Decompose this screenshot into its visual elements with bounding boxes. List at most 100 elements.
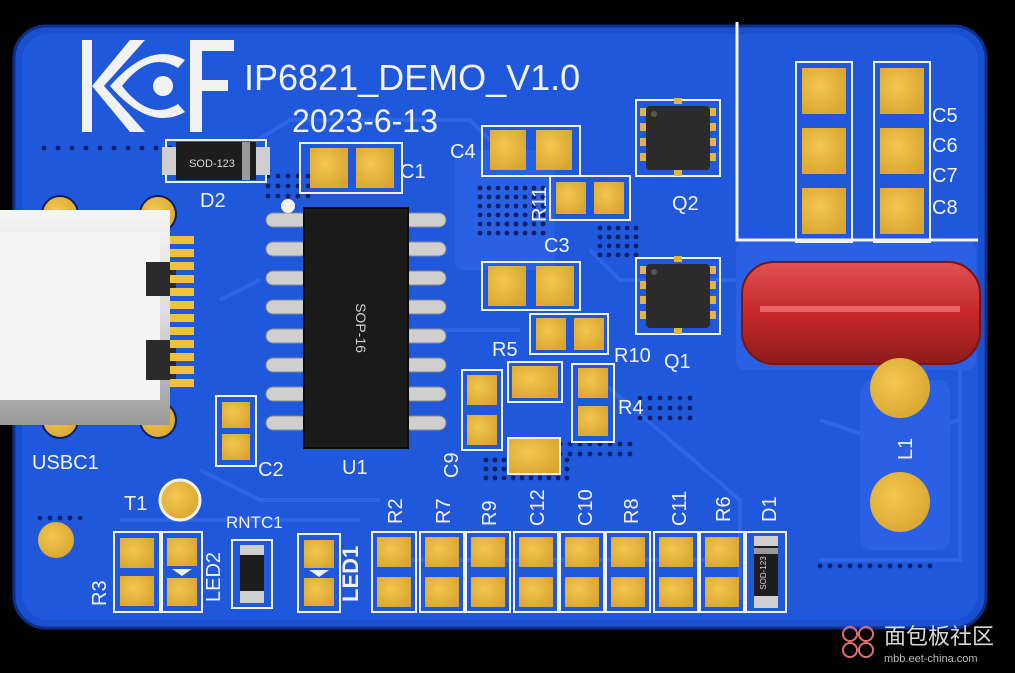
label-r10: R10	[614, 345, 651, 367]
via	[633, 243, 639, 249]
via	[295, 193, 301, 199]
via	[510, 475, 516, 481]
label-led1: LED1	[338, 546, 363, 602]
capacitor-outline	[873, 61, 931, 243]
diode-d2: SOD-123	[162, 139, 270, 183]
via	[513, 203, 519, 209]
usb-c-pin	[170, 314, 194, 322]
via	[667, 415, 673, 421]
via	[647, 395, 653, 401]
component-pad	[611, 577, 645, 607]
via	[285, 173, 291, 179]
capacitor-c9	[461, 369, 503, 451]
via	[687, 415, 693, 421]
via-field	[37, 145, 933, 569]
label-r5: R5	[492, 339, 518, 361]
component-pad	[705, 537, 739, 567]
label-c6: C6	[932, 135, 958, 157]
component-pad	[519, 577, 553, 607]
via	[41, 145, 47, 151]
u1-package-label: SOP-16	[353, 303, 369, 353]
capacitor-outline	[795, 61, 853, 243]
via	[637, 405, 643, 411]
pad-c9-lower	[507, 437, 561, 475]
component-pad	[425, 577, 459, 607]
via	[667, 395, 673, 401]
output-capacitors	[795, 61, 931, 243]
via	[275, 173, 281, 179]
mosfet-pin	[674, 256, 682, 262]
mosfet-pin	[640, 108, 648, 116]
via	[540, 212, 546, 218]
via	[495, 194, 501, 200]
via	[647, 405, 653, 411]
component-pad	[659, 537, 693, 567]
via	[492, 457, 498, 463]
label-q2: Q2	[672, 193, 699, 215]
d1-package-label: SOD-123	[759, 556, 768, 590]
via	[615, 243, 621, 249]
via	[564, 475, 570, 481]
component-pad	[565, 537, 599, 567]
via	[477, 185, 483, 191]
via	[275, 193, 281, 199]
via	[504, 212, 510, 218]
via	[624, 234, 630, 240]
led-led1	[297, 533, 341, 613]
via	[606, 252, 612, 258]
capacitor-pad	[880, 68, 924, 114]
mosfet-pin	[708, 138, 716, 146]
via	[617, 441, 623, 447]
d2-package-label: SOD-123	[189, 158, 235, 170]
via	[37, 515, 43, 521]
via	[477, 221, 483, 227]
capacitor-pad	[802, 188, 846, 234]
via	[57, 515, 63, 521]
label-c2: C2	[258, 459, 284, 481]
u1-pin-right	[403, 415, 447, 431]
label-r7: R7	[433, 498, 455, 524]
via	[522, 203, 528, 209]
via	[531, 221, 537, 227]
via	[522, 212, 528, 218]
via	[540, 230, 546, 236]
label-c4: C4	[450, 141, 476, 163]
via	[501, 475, 507, 481]
capacitor-pad	[802, 68, 846, 114]
via	[597, 225, 603, 231]
usb-c-pin	[170, 249, 194, 257]
via	[633, 234, 639, 240]
via	[495, 212, 501, 218]
via	[504, 185, 510, 191]
u1-pin-left	[265, 415, 309, 431]
mosfet-pin	[640, 281, 648, 289]
label-c3: C3	[544, 235, 570, 257]
via	[513, 230, 519, 236]
via	[513, 221, 519, 227]
label-c10: C10	[575, 489, 597, 526]
via	[627, 441, 633, 447]
component-outline	[559, 531, 605, 613]
label-r2: R2	[385, 498, 407, 524]
via	[495, 203, 501, 209]
resistor-r3	[113, 531, 161, 613]
component-pad	[519, 537, 553, 567]
via	[492, 475, 498, 481]
usb-c-connector	[0, 195, 194, 439]
u1-pin-left	[265, 212, 309, 228]
usb-c-pin	[170, 327, 194, 335]
via	[827, 563, 833, 569]
mosfet-pin	[674, 98, 682, 104]
label-rntc1: RNTC1	[226, 513, 283, 532]
via	[522, 230, 528, 236]
via	[537, 475, 543, 481]
u1-pin-left	[265, 386, 309, 402]
via	[486, 185, 492, 191]
via	[637, 415, 643, 421]
watermark-text: 面包板社区	[884, 624, 994, 649]
capacitor-c4	[481, 125, 581, 177]
via	[519, 475, 525, 481]
via	[531, 194, 537, 200]
watermark-logo-icon	[842, 626, 874, 658]
